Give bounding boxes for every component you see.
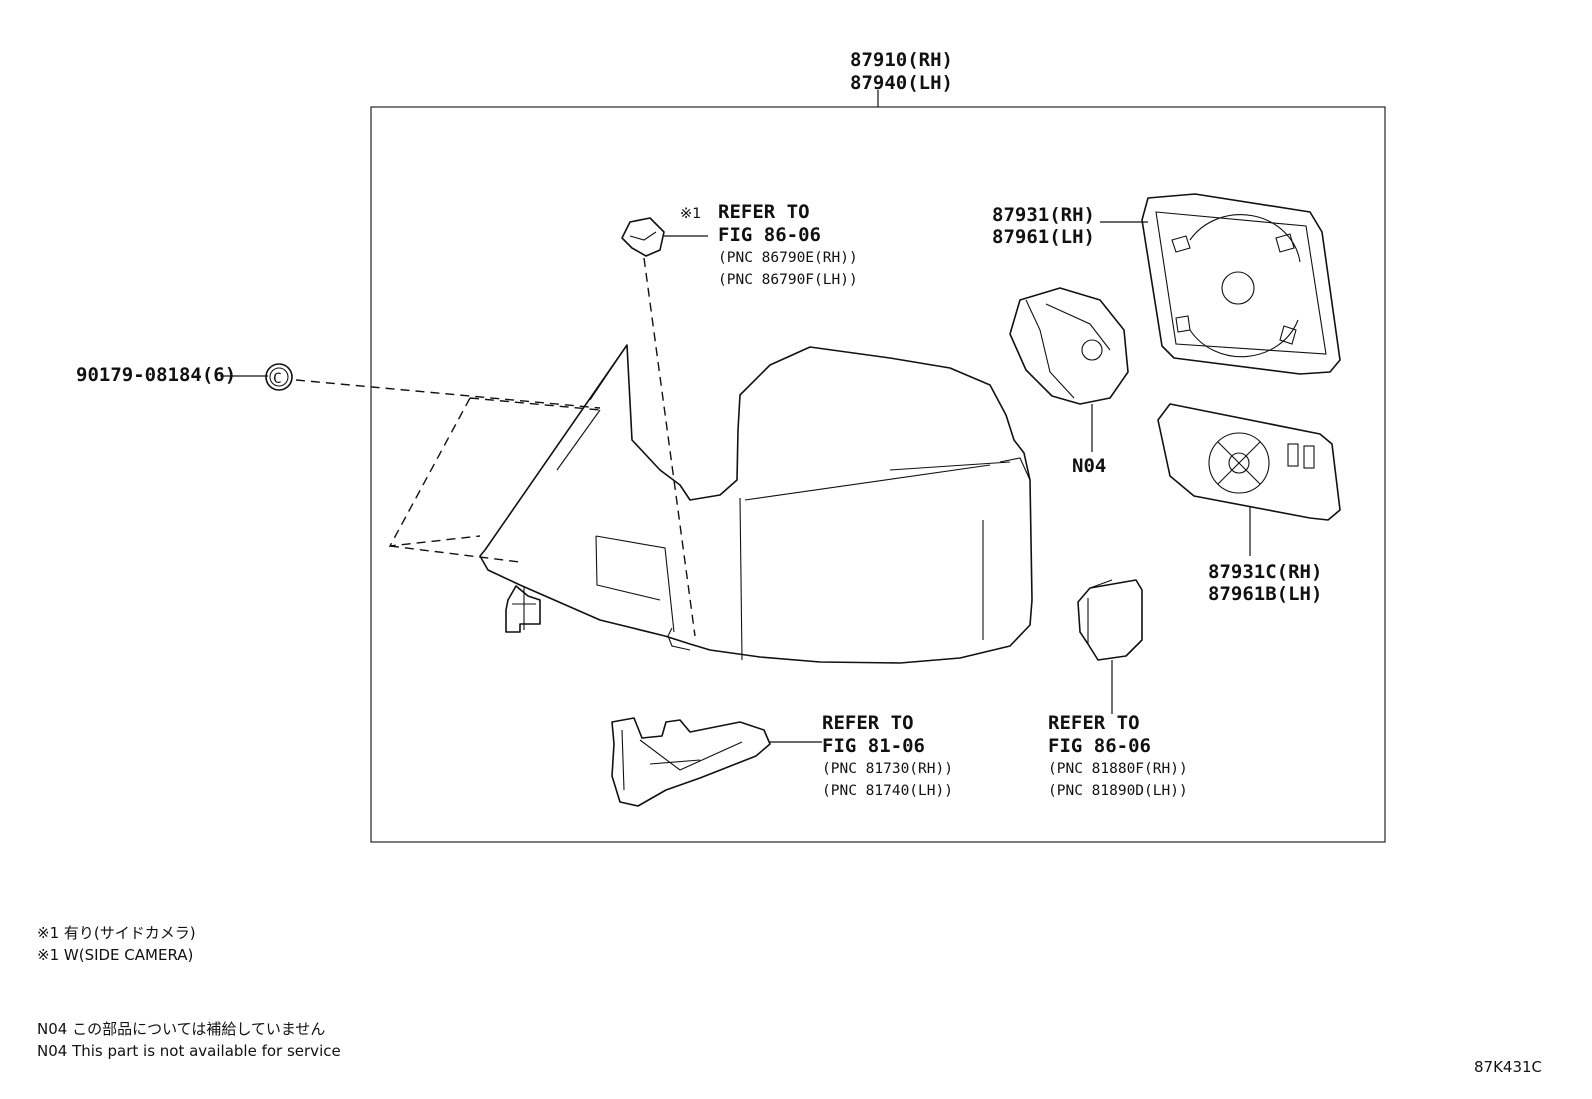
connector — [505, 585, 541, 633]
note-side-camera-en: ※1 W(SIDE CAMERA) — [37, 946, 194, 964]
module-pnc-lh: (PNC 81890D(LH)) — [1048, 783, 1188, 799]
module-pnc-rh: (PNC 81880F(RH)) — [1048, 761, 1188, 777]
camera-refer-line2[interactable]: FIG 86-06 — [718, 224, 821, 246]
note-n04-jp: N04 この部品については補給していません — [37, 1020, 326, 1038]
actuator-code[interactable]: N04 — [1072, 455, 1106, 477]
figure-code: 87K431C — [1474, 1058, 1543, 1076]
note-n04-en: N04 This part is not available for servi… — [37, 1042, 341, 1060]
side-camera — [621, 217, 665, 257]
side-module — [1077, 579, 1143, 661]
mirror-base-outline — [388, 397, 601, 563]
glass-label-rh[interactable]: 87931C(RH) — [1208, 561, 1322, 583]
assembly-label-lh[interactable]: 87940(LH) — [850, 72, 953, 94]
clip-icon: C — [265, 363, 293, 391]
clip-part-number[interactable]: 90179-08184(6) — [76, 364, 236, 386]
actuator — [1009, 287, 1129, 405]
mirror-holder — [1141, 193, 1341, 375]
camera-pnc-rh: (PNC 86790E(RH)) — [718, 250, 858, 266]
camera-marker: ※1 — [680, 206, 701, 222]
mirror-housing — [479, 344, 1033, 664]
svg-text:C: C — [273, 371, 282, 387]
lamp-pnc-rh: (PNC 81730(RH)) — [822, 761, 953, 777]
holder-label-rh[interactable]: 87931(RH) — [992, 204, 1095, 226]
mirror-glass — [1157, 403, 1341, 521]
glass-label-lh[interactable]: 87961B(LH) — [1208, 583, 1322, 605]
turn-lamp — [611, 717, 771, 807]
module-refer-line1[interactable]: REFER TO — [1048, 712, 1140, 734]
lamp-refer-line2[interactable]: FIG 81-06 — [822, 735, 925, 757]
lamp-refer-line1[interactable]: REFER TO — [822, 712, 914, 734]
module-refer-line2[interactable]: FIG 86-06 — [1048, 735, 1151, 757]
lamp-pnc-lh: (PNC 81740(LH)) — [822, 783, 953, 799]
camera-pnc-lh: (PNC 86790F(LH)) — [718, 272, 858, 288]
note-side-camera-jp: ※1 有り(サイドカメラ) — [37, 924, 196, 942]
holder-label-lh[interactable]: 87961(LH) — [992, 226, 1095, 248]
camera-refer-line1[interactable]: REFER TO — [718, 201, 810, 223]
camera-dash-line — [643, 257, 696, 637]
assembly-label-rh[interactable]: 87910(RH) — [850, 49, 953, 71]
clip-dash-line — [295, 379, 601, 409]
